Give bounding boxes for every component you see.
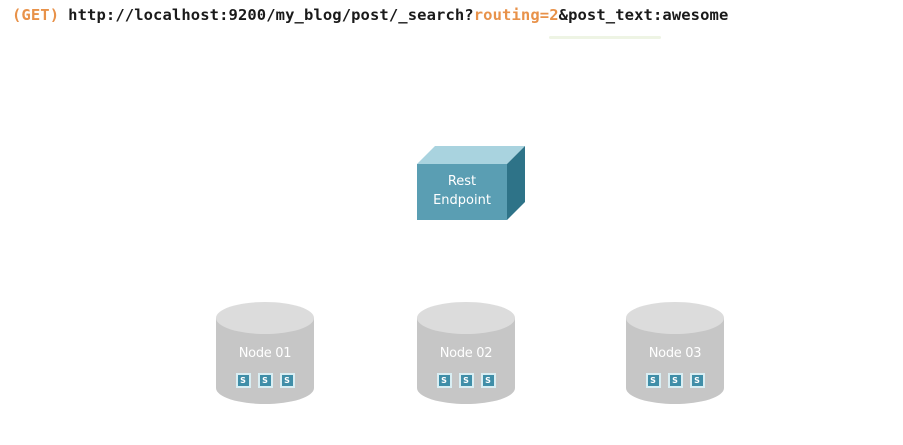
node-01: Node 01 S S S <box>216 302 314 404</box>
url-query: &post_text:awesome <box>558 6 729 24</box>
node-02: Node 02 S S S <box>417 302 515 404</box>
shard: S <box>480 373 496 388</box>
routing-param: routing=2 <box>473 6 559 24</box>
endpoint-label-line2: Endpoint <box>433 193 491 208</box>
node-label: Node 03 <box>648 346 702 361</box>
shard-group: S S S <box>626 373 724 388</box>
endpoint-label-line1: Rest <box>447 174 477 189</box>
shard: S <box>279 373 295 388</box>
http-method: (GET) <box>12 6 60 24</box>
request-line: (GET) http://localhost:9200/my_blog/post/… <box>12 6 728 24</box>
shard: S <box>689 373 705 388</box>
rest-endpoint: Rest Endpoint <box>417 146 525 220</box>
shard: S <box>667 373 683 388</box>
url-base: http://localhost:9200/my_blog/post/_sear… <box>68 6 474 24</box>
routing-highlight <box>549 36 661 39</box>
endpoint-label: Rest Endpoint <box>417 172 507 210</box>
cube-icon <box>417 146 525 220</box>
shard: S <box>235 373 251 388</box>
shard: S <box>645 373 661 388</box>
node-03: Node 03 S S S <box>626 302 724 404</box>
shard-group: S S S <box>216 373 314 388</box>
node-label: Node 02 <box>439 346 493 361</box>
node-label: Node 01 <box>238 346 292 361</box>
shard: S <box>436 373 452 388</box>
shard: S <box>257 373 273 388</box>
shard-group: S S S <box>417 373 515 388</box>
shard: S <box>458 373 474 388</box>
